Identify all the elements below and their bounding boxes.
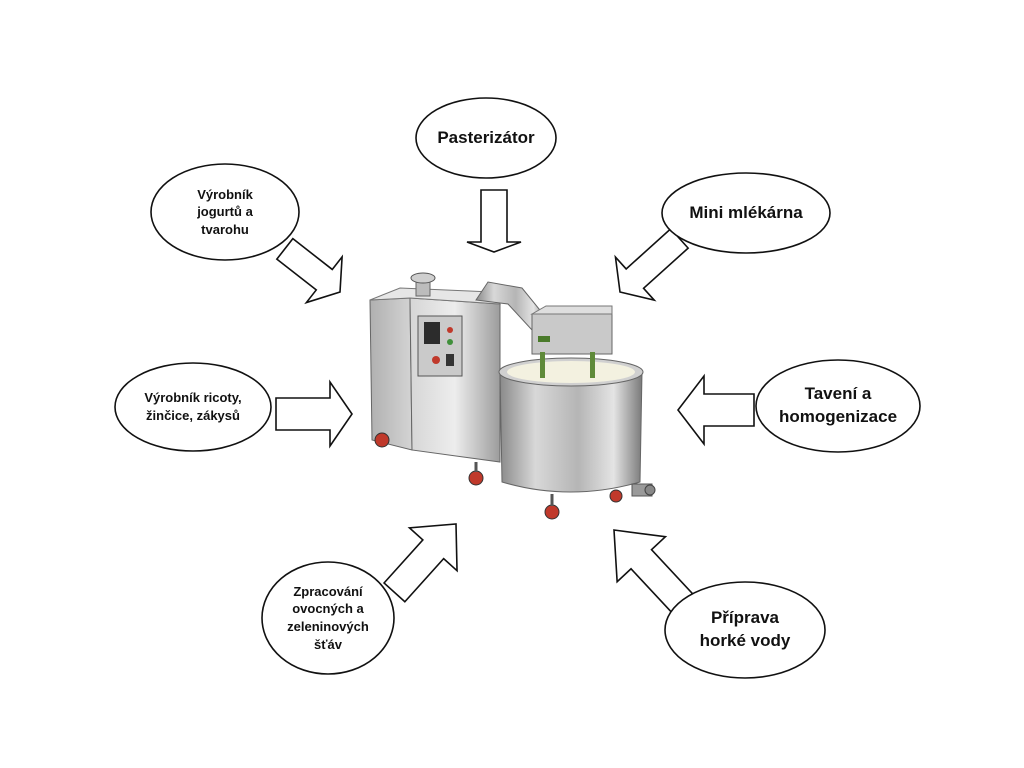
vat-body xyxy=(499,371,643,493)
arrow-ricoty xyxy=(275,379,353,449)
node-voda: Příprava horké vody xyxy=(699,608,791,650)
mixer-stirrer-right xyxy=(590,352,595,378)
wheel-4 xyxy=(609,489,623,503)
vat-milk xyxy=(507,361,635,383)
node-jogurty: Výrobník jogurtů a tvarohu xyxy=(197,186,253,237)
ellipse-jogurty xyxy=(150,163,300,261)
ellipse-mlekarna xyxy=(661,172,831,254)
chimney-cap xyxy=(410,272,436,284)
control-knob-green xyxy=(447,339,453,345)
ellipse-taveni xyxy=(755,359,921,453)
node-stavy: Zpracování ovocných a zeleninových šťáv xyxy=(287,583,369,652)
arrow-mlekarna xyxy=(614,227,690,302)
arrow-pasterizator xyxy=(466,189,522,253)
control-knob-red-2 xyxy=(432,356,440,364)
mixer-label xyxy=(538,336,550,342)
arrow-jogurty xyxy=(275,237,344,305)
control-display xyxy=(424,322,440,344)
node-pasterizator: Pasterizátor xyxy=(437,127,535,147)
node-taveni: Tavení a homogenizace xyxy=(778,384,898,426)
ellipse-stavy xyxy=(261,561,395,675)
arrow-taveni xyxy=(676,373,755,447)
ellipse-voda xyxy=(664,581,826,679)
ellipse-pasterizator xyxy=(415,97,557,179)
wheel-1 xyxy=(374,432,390,448)
node-mlekarna: Mini mlékárna xyxy=(689,202,803,222)
ellipse-ricoty xyxy=(114,362,272,452)
wheels xyxy=(374,432,623,520)
arrow-stavy xyxy=(382,523,458,603)
control-switch xyxy=(446,354,454,366)
node-ricoty: Výrobník ricoty, žinčice, zákysů xyxy=(144,390,242,423)
outlet-valve-nut xyxy=(644,484,656,496)
mixer-head-top xyxy=(530,305,613,315)
mixer-stirrer-left xyxy=(540,352,545,378)
arrow-voda xyxy=(613,529,694,614)
control-knob-red xyxy=(447,327,453,333)
